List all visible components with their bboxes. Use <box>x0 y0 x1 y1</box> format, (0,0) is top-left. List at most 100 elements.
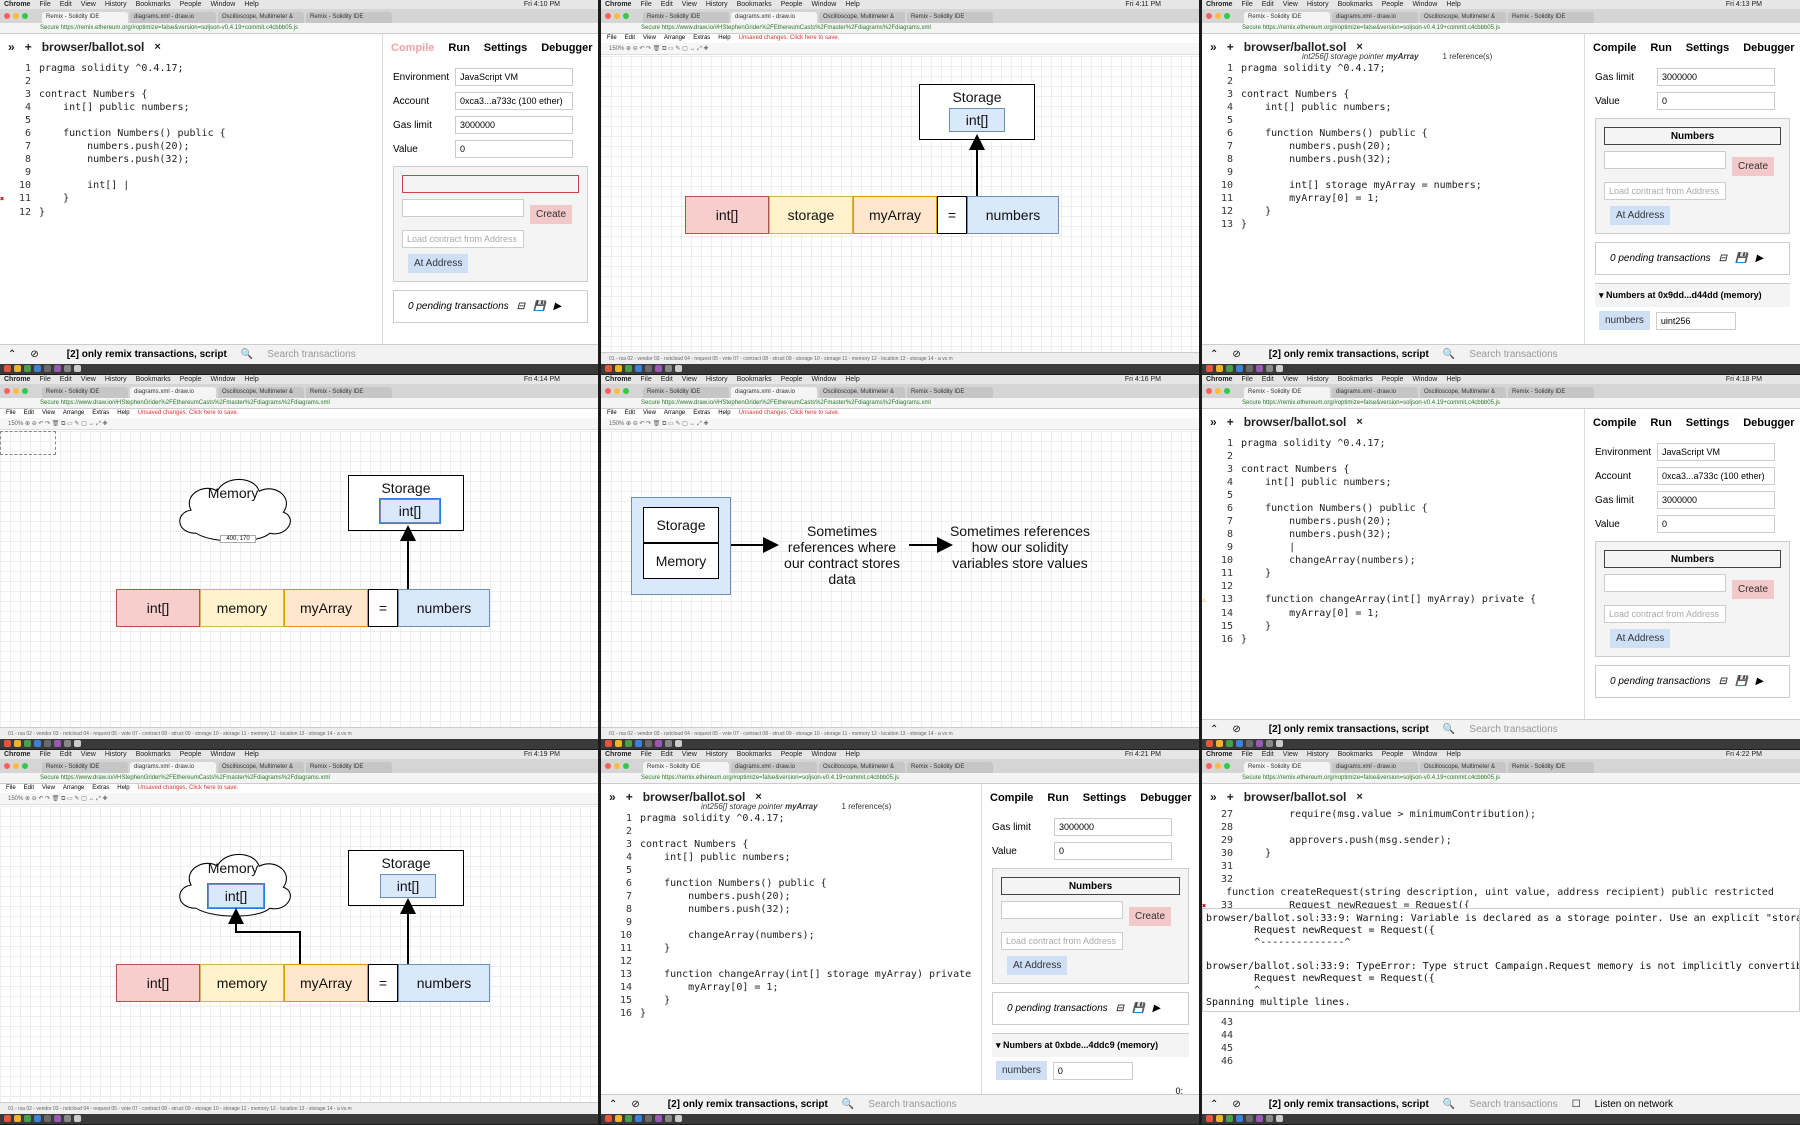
close-icon[interactable] <box>4 13 10 19</box>
address-bar[interactable]: Secure https://remix.ethereum.org/#optim… <box>1202 23 1800 34</box>
menu-people[interactable]: People <box>1381 1 1404 8</box>
close-tab-icon[interactable]: × <box>154 41 161 53</box>
zoom-icon[interactable] <box>623 388 629 394</box>
dock-app-icon[interactable] <box>34 365 41 372</box>
add-file-icon[interactable]: + <box>1226 415 1234 429</box>
menu-history[interactable]: History <box>705 1 728 8</box>
drawio-menu-file[interactable]: File <box>607 35 617 41</box>
dock-app-icon[interactable] <box>675 740 682 747</box>
dock-app-icon[interactable] <box>64 365 71 372</box>
menu-people[interactable]: People <box>780 1 803 8</box>
dock-app-icon[interactable] <box>655 365 662 372</box>
drawio-menu-extras[interactable]: Extras <box>92 410 110 416</box>
clear-icon[interactable]: ⊟ <box>1718 253 1728 264</box>
dock-app-icon[interactable] <box>4 365 11 372</box>
dock-app-icon[interactable] <box>54 365 61 372</box>
browser-tab[interactable]: Oscilloscope, Multimeter & <box>1420 12 1506 23</box>
code-editor[interactable]: 27 require(msg.value > minimumContributi… <box>1202 808 1800 926</box>
menu-edit[interactable]: Edit <box>660 751 673 758</box>
search-transactions-input[interactable]: Search transactions <box>267 349 356 360</box>
address-bar[interactable]: Secure https://www.draw.io/#HStephenGrid… <box>0 773 598 784</box>
menu-view[interactable]: View <box>80 376 96 383</box>
menu-file[interactable]: File <box>39 376 51 383</box>
minimize-icon[interactable] <box>13 763 19 769</box>
create-button[interactable]: Create <box>530 205 573 224</box>
menu-window[interactable]: Window <box>1412 751 1438 758</box>
menu-window[interactable]: Window <box>210 376 236 383</box>
dock-app-icon[interactable] <box>615 1115 622 1122</box>
dock-app-icon[interactable] <box>1256 1115 1263 1122</box>
drawio-menu-edit[interactable]: Edit <box>23 785 35 791</box>
dock-app-icon[interactable] <box>1236 365 1243 372</box>
menu-file[interactable]: File <box>39 751 51 758</box>
play-icon[interactable]: ▶ <box>553 301 562 312</box>
menu-view[interactable]: View <box>1282 751 1298 758</box>
search-transactions-input[interactable]: Search transactions <box>1469 724 1558 735</box>
menu-view[interactable]: View <box>80 1 96 8</box>
location-keyword-box[interactable]: storage <box>769 196 853 234</box>
tab-debugger[interactable]: Debugger <box>1743 417 1795 429</box>
menu-window[interactable]: Window <box>210 751 236 758</box>
play-icon[interactable]: ▶ <box>1755 253 1764 264</box>
storage-box[interactable]: Storage <box>643 507 719 543</box>
close-tab-icon[interactable]: × <box>755 791 762 803</box>
dock-app-icon[interactable] <box>1266 740 1273 747</box>
dock-app-icon[interactable] <box>1206 365 1213 372</box>
browser-tab[interactable]: Remix - Solidity IDE <box>1244 12 1330 23</box>
dock-app-icon[interactable] <box>675 365 682 372</box>
browser-tab[interactable]: Remix - Solidity IDE <box>42 387 128 398</box>
deployed-header[interactable]: ▾ Numbers at 0xbde...4ddc9 (memory) <box>992 1034 1189 1057</box>
browser-tab[interactable]: Remix - Solidity IDE <box>643 387 729 398</box>
deployed-header[interactable]: ▾ Numbers at 0x9dd...d44dd (memory) <box>1595 284 1790 307</box>
dock-app-icon[interactable] <box>615 365 622 372</box>
tab-compile[interactable]: Compile <box>1593 417 1637 429</box>
dock-app-icon[interactable] <box>64 740 71 747</box>
drawio-menu-arrange[interactable]: Arrange <box>663 410 686 416</box>
menu-edit[interactable]: Edit <box>59 1 72 8</box>
menu-edit[interactable]: Edit <box>1261 376 1274 383</box>
tab-run[interactable]: Run <box>1047 792 1069 804</box>
menu-file[interactable]: File <box>1241 376 1253 383</box>
browser-tab[interactable]: Oscilloscope, Multimeter & <box>1420 387 1506 398</box>
contract-select[interactable] <box>402 175 579 193</box>
add-file-icon[interactable]: + <box>625 790 633 804</box>
menu-help[interactable]: Help <box>1446 376 1461 383</box>
browser-tab[interactable]: Remix - Solidity IDE <box>1508 12 1594 23</box>
browser-tab[interactable]: diagrams.xml - draw.io <box>130 762 216 773</box>
dock-app-icon[interactable] <box>1216 1115 1223 1122</box>
menu-window[interactable]: Window <box>811 1 837 8</box>
browser-tab[interactable]: diagrams.xml - draw.io <box>130 12 216 23</box>
menu-help[interactable]: Help <box>845 376 860 383</box>
collapse-icon[interactable]: » <box>8 40 15 54</box>
file-tab-title[interactable]: browser/ballot.sol <box>642 790 746 804</box>
dock-app-icon[interactable] <box>635 1115 642 1122</box>
dock-app-icon[interactable] <box>605 365 612 372</box>
dock-app-icon[interactable] <box>645 365 652 372</box>
dock-app-icon[interactable] <box>655 740 662 747</box>
drawio-menu-edit[interactable]: Edit <box>23 410 35 416</box>
file-tab-title[interactable]: browser/ballot.sol <box>1243 415 1347 429</box>
drawio-menu-file[interactable]: File <box>6 410 16 416</box>
browser-tab[interactable]: Remix - Solidity IDE <box>643 12 729 23</box>
menu-history[interactable]: History <box>104 376 127 383</box>
dock-app-icon[interactable] <box>1256 365 1263 372</box>
load-address-input[interactable]: Load contract from Address <box>402 230 524 248</box>
save-icon[interactable]: 💾 <box>1735 253 1748 264</box>
dock-app-icon[interactable] <box>625 365 632 372</box>
dock-app-icon[interactable] <box>24 740 31 747</box>
dock-app-icon[interactable] <box>645 740 652 747</box>
dock-app-icon[interactable] <box>1266 365 1273 372</box>
menu-view[interactable]: View <box>80 751 96 758</box>
minimize-icon[interactable] <box>614 13 620 19</box>
close-icon[interactable] <box>1206 763 1212 769</box>
tab-settings[interactable]: Settings <box>1082 792 1127 804</box>
browser-tab[interactable]: diagrams.xml - draw.io <box>731 762 817 773</box>
contract-select[interactable]: Numbers <box>1604 550 1781 568</box>
play-icon[interactable]: ▶ <box>1755 676 1764 687</box>
drawio-menu-help[interactable]: Help <box>718 410 731 416</box>
dock-app-icon[interactable] <box>54 740 61 747</box>
clear-console-icon[interactable]: ⊘ <box>1232 349 1241 360</box>
